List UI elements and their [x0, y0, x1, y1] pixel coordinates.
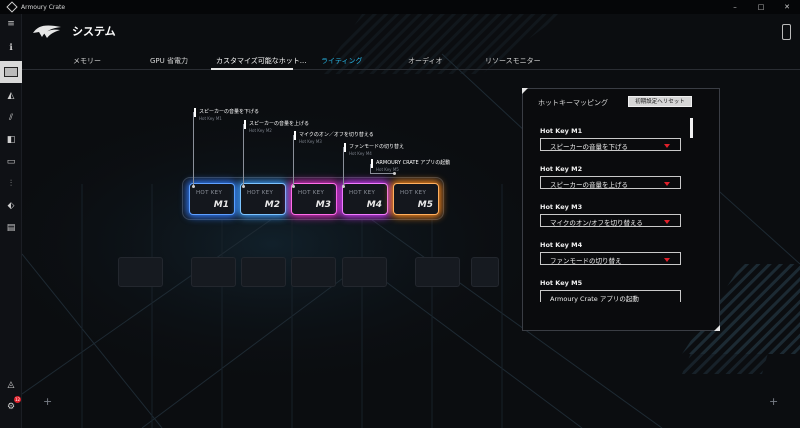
callout-text-m4: ファンモードの切り替え [349, 144, 405, 150]
plus-icon: + [43, 395, 53, 408]
hotkey-m4-select[interactable]: ファンモードの切り替え [540, 252, 681, 265]
callout-sub-m5: Hot Key M5 [376, 167, 399, 172]
dropdown-caret-icon [664, 182, 670, 186]
keyboard-key [191, 257, 236, 287]
callout-dot-m4 [342, 185, 345, 188]
maximize-button[interactable]: □ [757, 3, 765, 11]
laptop-icon [4, 67, 18, 77]
tab-memory[interactable]: メモリー [73, 57, 101, 65]
panel-scrollbar[interactable] [690, 118, 693, 138]
gamevisual-icon[interactable]: ◧ [6, 135, 16, 145]
gear-icon[interactable]: ⚙ [6, 402, 16, 412]
scenario-icon[interactable]: ▭ [6, 157, 16, 167]
callout-dot-m2 [242, 185, 245, 188]
callout-sub-m2: Hot Key M2 [249, 128, 272, 133]
callout-marker-m3 [294, 131, 296, 140]
callout-marker-m2 [244, 120, 246, 129]
hotkey-m2-label: Hot Key M2 [540, 165, 583, 173]
settings-sliders-icon[interactable]: ⫶ [9, 179, 13, 189]
sidebar: ≡ ℹ ◭ ⫽ ◧ ▭ ⫶ ⬖ ▤ ◬ ⚙ 12 [0, 14, 22, 428]
close-button[interactable]: ✕ [784, 3, 790, 11]
sidebar-item-system[interactable] [0, 61, 22, 83]
plus-icon: + [769, 395, 779, 408]
tab-resource-monitor[interactable]: リソースモニター [485, 57, 541, 65]
callout-dot-m5 [393, 172, 396, 175]
tab-custom-hotkeys[interactable]: カスタマイズ可能なホット... [216, 57, 307, 65]
minimize-button[interactable]: – [733, 3, 737, 11]
callout-line-m2 [243, 124, 244, 186]
hotkey-m2-key[interactable]: HOT KEY M2 [240, 183, 286, 215]
hotkey-m5-select[interactable]: Armoury Crate アプリの起動 [540, 290, 681, 303]
panel-corner [714, 325, 720, 331]
tag-icon[interactable]: ⬖ [7, 201, 15, 211]
tab-bar [22, 50, 800, 70]
tab-audio[interactable]: オーディオ [408, 57, 443, 65]
notification-badge: 12 [14, 396, 21, 403]
rog-logo-icon [33, 25, 61, 38]
window-controls: – □ ✕ [722, 0, 800, 14]
hotkey-m4-label: Hot Key M4 [540, 241, 583, 249]
keyboard-key [118, 257, 163, 287]
keyboard-key [471, 257, 499, 287]
active-tab-indicator [211, 68, 293, 70]
menu-icon[interactable]: ≡ [7, 19, 15, 29]
callout-marker-m4 [344, 143, 346, 152]
callout-text-m1: スピーカーの音量を下げる [199, 109, 260, 115]
keyboard-key [291, 257, 336, 287]
dropdown-caret-icon [664, 258, 670, 262]
info-icon[interactable]: ℹ [9, 43, 13, 53]
tab-lighting[interactable]: ライティング [321, 57, 363, 65]
dropdown-caret-icon [664, 144, 670, 148]
app-title: Armoury Crate [21, 3, 66, 11]
callout-dot-m1 [192, 185, 195, 188]
callout-text-m3: マイクのオン／オフを切り替える [299, 132, 374, 138]
hotkey-m5-key[interactable]: HOT KEY M5 [393, 183, 439, 215]
aura-icon[interactable]: ◭ [7, 91, 15, 101]
phone-icon[interactable] [782, 24, 791, 40]
keyboard-key [342, 257, 387, 287]
hotkey-m1-key[interactable]: HOT KEY M1 [189, 183, 235, 215]
hotkey-m1-label: Hot Key M1 [540, 127, 583, 135]
callout-sub-m4: Hot Key M4 [349, 151, 372, 156]
panel-corner [522, 88, 528, 94]
callout-text-m5: ARMOURY CRATE アプリの起動 [376, 160, 451, 166]
hotkey-mapping-title: ホットキーマッピング [538, 99, 608, 107]
hotkey-m2-select[interactable]: スピーカーの音量を上げる [540, 176, 681, 189]
dropdown-caret-icon [664, 220, 670, 224]
title-bar: Armoury Crate – □ ✕ [0, 0, 800, 14]
app-logo-icon [6, 1, 18, 13]
hotkey-m1-select[interactable]: スピーカーの音量を下げる [540, 138, 681, 151]
callout-elbow-m5 [370, 173, 395, 174]
reset-to-default-button[interactable]: 初期設定へリセット [628, 96, 692, 107]
news-icon[interactable]: ▤ [6, 223, 16, 233]
callout-line-m5 [370, 164, 371, 174]
callout-sub-m3: Hot Key M3 [299, 139, 322, 144]
keyboard-key [241, 257, 286, 287]
hotkey-m5-label: Hot Key M5 [540, 279, 583, 287]
hotkey-m3-label: Hot Key M3 [540, 203, 583, 211]
hotkey-m3-select[interactable]: マイクのオン/オフを切り替える [540, 214, 681, 227]
callout-marker-m5 [371, 159, 373, 168]
hotkey-m3-key[interactable]: HOT KEY M3 [291, 183, 337, 215]
keyboard-key [415, 257, 460, 287]
callout-sub-m1: Hot Key M1 [199, 116, 222, 121]
tab-gpu-power[interactable]: GPU 省電力 [150, 57, 188, 65]
callout-line-m1 [193, 112, 194, 186]
callout-line-m4 [343, 147, 344, 186]
callout-marker-m1 [194, 108, 196, 117]
callout-dot-m3 [292, 185, 295, 188]
callout-line-m3 [293, 135, 294, 186]
user-icon[interactable]: ◬ [7, 380, 15, 390]
hotkey-m4-key[interactable]: HOT KEY M4 [342, 183, 388, 215]
armoury-icon[interactable]: ⫽ [8, 113, 13, 123]
page-title: システム [72, 25, 116, 38]
callout-text-m2: スピーカーの音量を上げる [249, 121, 310, 127]
